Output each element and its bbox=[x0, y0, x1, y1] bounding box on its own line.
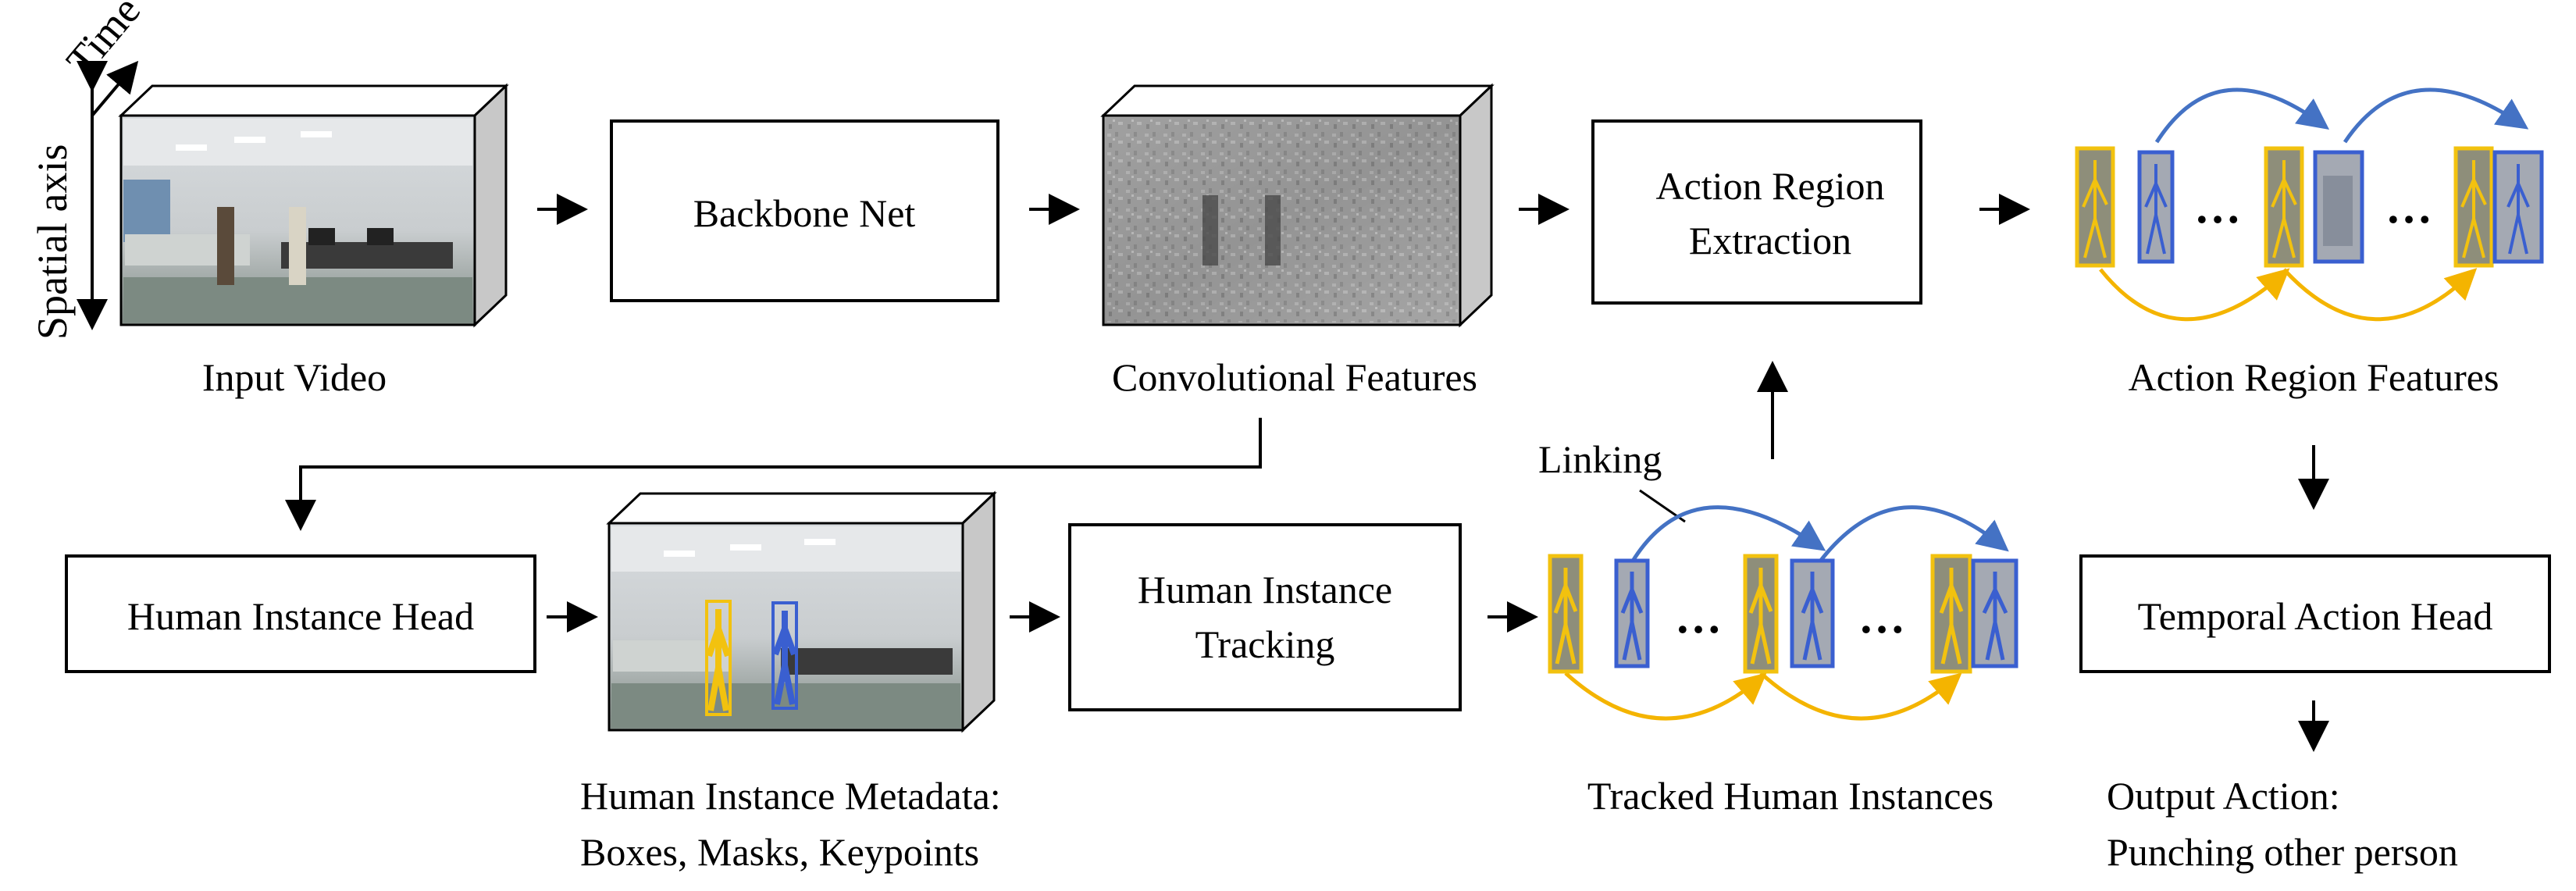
action-region-label-line2: Extraction bbox=[1689, 219, 1851, 262]
connector-features-to-instance-head bbox=[285, 418, 1262, 531]
metadata-frame bbox=[611, 526, 960, 728]
output-action-caption-line2: Punching other person bbox=[2107, 830, 2458, 874]
tracked-arc-yellow-2 bbox=[1759, 672, 1962, 721]
tracked-crop-blue-2 bbox=[1790, 558, 1835, 668]
feature-crop-yellow-2 bbox=[2264, 146, 2304, 268]
link-arc-blue-2 bbox=[2343, 87, 2529, 144]
metadata-caption-line1: Human Instance Metadata: bbox=[580, 774, 1001, 818]
action-region-features: … … bbox=[2075, 87, 2544, 322]
backbone-net-box: Backbone Net bbox=[610, 119, 999, 302]
human-instance-head-box: Human Instance Head bbox=[65, 554, 536, 673]
conv-features-caption: Convolutional Features bbox=[1112, 355, 1477, 399]
tracked-arc-yellow-1 bbox=[1564, 672, 1767, 721]
tracked-crop-blue-3 bbox=[1971, 558, 2018, 668]
tracked-crop-yellow-2 bbox=[1743, 554, 1779, 674]
time-axis-label: Time bbox=[57, 0, 149, 84]
ellipsis-2: … bbox=[2385, 181, 2432, 233]
linking-label: Linking bbox=[1538, 437, 1662, 481]
input-video-frame bbox=[123, 119, 472, 323]
temporal-action-head-label: Temporal Action Head bbox=[2138, 594, 2493, 638]
feature-crop-yellow-3 bbox=[2453, 146, 2494, 268]
spatial-axis-label: Spatial axis bbox=[29, 144, 76, 340]
feature-crop-blue-1 bbox=[2137, 150, 2175, 264]
tracked-arc-blue-2 bbox=[1818, 505, 2009, 564]
feature-crop-blue-2 bbox=[2313, 150, 2364, 264]
tracked-human-instances: Linking … … bbox=[1538, 437, 2018, 721]
feature-crop-blue-3 bbox=[2492, 150, 2544, 264]
human-instance-tracking-box: Human Instance Tracking bbox=[1068, 523, 1462, 711]
feature-crop-yellow-1 bbox=[2075, 146, 2115, 268]
action-region-features-caption: Action Region Features bbox=[2129, 355, 2499, 399]
tracking-label-line2: Tracking bbox=[1195, 622, 1335, 666]
action-region-label-line1: Action Region bbox=[1655, 164, 1884, 208]
link-arc-yellow-1 bbox=[2099, 268, 2290, 322]
input-video-caption: Input Video bbox=[202, 355, 387, 399]
tracked-arc-blue-1 bbox=[1630, 505, 1826, 564]
metadata-cube bbox=[606, 490, 997, 733]
tracked-crop-yellow-1 bbox=[1548, 554, 1584, 674]
link-arc-yellow-2 bbox=[2282, 268, 2478, 322]
output-action-caption-line1: Output Action: bbox=[2107, 774, 2340, 818]
tracked-ellipsis-1: … bbox=[1675, 591, 1722, 643]
metadata-caption-line2: Boxes, Masks, Keypoints bbox=[580, 830, 979, 874]
tracked-crop-yellow-3 bbox=[1930, 554, 1972, 674]
tracked-crop-blue-1 bbox=[1614, 558, 1650, 668]
backbone-net-label: Backbone Net bbox=[693, 191, 916, 235]
conv-features-cube bbox=[1100, 83, 1495, 328]
tracked-instances-caption: Tracked Human Instances bbox=[1587, 774, 1993, 818]
link-arc-blue-1 bbox=[2154, 87, 2330, 144]
human-instance-head-label: Human Instance Head bbox=[127, 594, 474, 638]
tracking-label-line1: Human Instance bbox=[1138, 568, 1392, 611]
input-video-cube bbox=[118, 83, 509, 328]
tracked-ellipsis-2: … bbox=[1858, 591, 1905, 643]
ellipsis-1: … bbox=[2194, 181, 2241, 233]
action-region-extraction-box: Action Region Extraction bbox=[1591, 119, 1922, 305]
temporal-action-head-box: Temporal Action Head bbox=[2079, 554, 2551, 673]
